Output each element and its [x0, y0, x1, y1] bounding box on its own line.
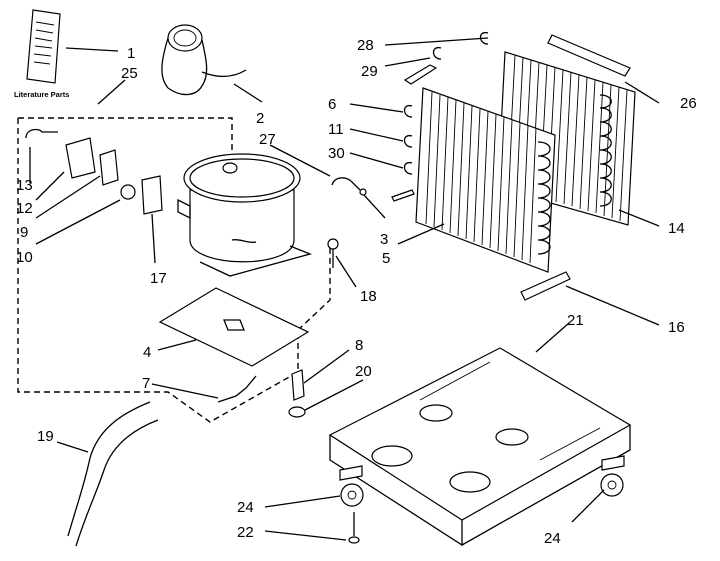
literature-booklet — [26, 9, 61, 84]
callout-14: 14 — [668, 220, 685, 237]
callout-6: 6 — [328, 96, 336, 113]
callout-7: 7 — [142, 375, 150, 392]
terminal-cover — [65, 137, 96, 179]
callout-17: 17 — [150, 270, 167, 287]
literature-parts-label: Literature Parts — [14, 90, 69, 99]
base-pan — [328, 347, 632, 547]
mounting-plate — [158, 287, 310, 367]
plate-slot — [223, 319, 245, 331]
spacer-8 — [291, 369, 305, 401]
compressor — [177, 153, 313, 277]
callout-13: 13 — [16, 177, 33, 194]
callout-10: 10 — [16, 249, 33, 266]
callout-9: 9 — [20, 224, 28, 241]
callout-4: 4 — [143, 344, 151, 361]
seal-strip-bottom — [520, 271, 571, 301]
washer-20 — [288, 406, 306, 418]
clip-28 — [479, 31, 489, 45]
callout-22: 22 — [237, 524, 254, 541]
callout-20: 20 — [355, 363, 372, 380]
grommet-18 — [327, 238, 339, 250]
callout-29: 29 — [361, 63, 378, 80]
seal-strip-top — [547, 34, 631, 77]
callout-5: 5 — [382, 250, 390, 267]
capillary-tube — [331, 177, 361, 191]
callout-25: 25 — [121, 65, 138, 82]
callout-28: 28 — [357, 37, 374, 54]
pin — [391, 189, 415, 202]
leader-lines — [29, 37, 660, 541]
air-duct-part — [161, 24, 247, 96]
wire-7 — [217, 375, 257, 403]
clip-11 — [403, 134, 413, 148]
relay-10 — [120, 184, 136, 200]
callout-24-right: 24 — [544, 530, 561, 547]
callout-2: 2 — [256, 110, 264, 127]
callout-1: 1 — [127, 45, 135, 62]
clip-6 — [403, 104, 413, 118]
gasket-17 — [141, 175, 163, 215]
callout-12: 12 — [16, 200, 33, 217]
caster-left — [339, 465, 364, 507]
tube-29 — [403, 64, 438, 85]
callout-11: 11 — [328, 121, 344, 138]
caster-screw — [348, 512, 360, 544]
clip-29 — [432, 46, 442, 60]
callout-21: 21 — [567, 312, 584, 329]
callout-30: 30 — [328, 145, 345, 162]
wire-harness — [67, 401, 159, 547]
callout-16: 16 — [668, 319, 685, 336]
overload-protector — [99, 149, 119, 186]
callout-3: 3 — [380, 231, 388, 248]
callout-24-left: 24 — [237, 499, 254, 516]
caster-right — [600, 455, 625, 497]
callout-8: 8 — [355, 337, 363, 354]
callout-19: 19 — [37, 428, 54, 445]
capillary-fitting — [359, 188, 367, 196]
wire-clip-13 — [25, 128, 58, 139]
evaporator-coil — [415, 87, 556, 273]
clip-30 — [403, 161, 413, 175]
callout-26: 26 — [680, 95, 697, 112]
callout-27: 27 — [259, 131, 276, 148]
callout-18: 18 — [360, 288, 377, 305]
